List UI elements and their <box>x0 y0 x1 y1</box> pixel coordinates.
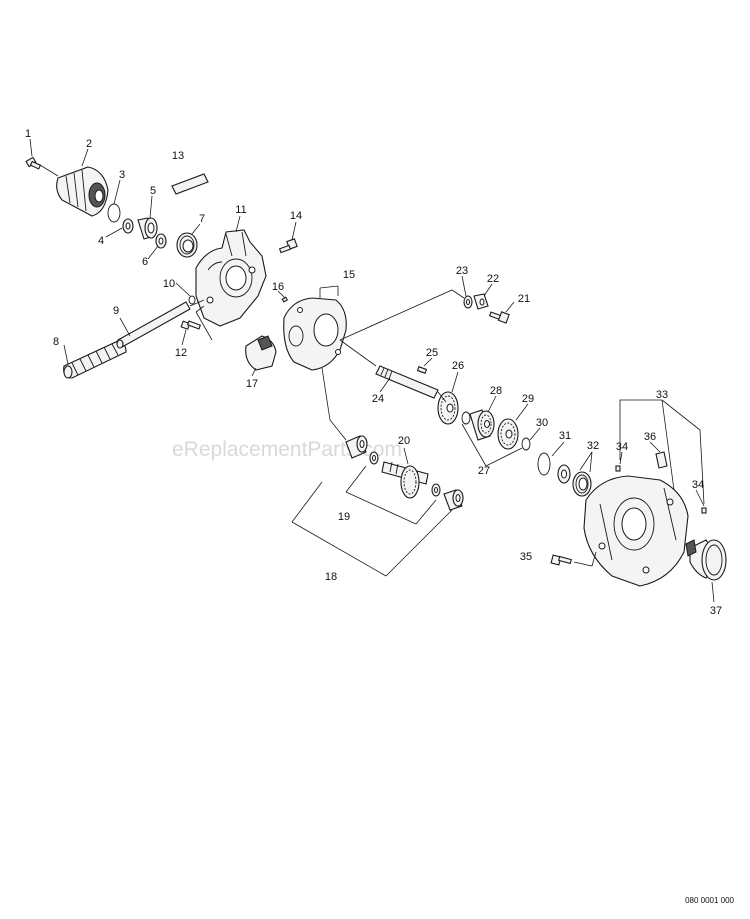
part-4-washer[interactable] <box>122 218 134 234</box>
callout-14[interactable]: 14 <box>290 210 302 222</box>
callout-28[interactable]: 28 <box>490 385 502 397</box>
part-36-label[interactable] <box>655 451 668 469</box>
watermark-text: eReplacementParts.com <box>172 438 402 461</box>
part-27-washer[interactable] <box>461 411 471 425</box>
part-32-bearing[interactable] <box>557 464 592 497</box>
part-21-screw[interactable] <box>488 311 510 324</box>
part-1-screw[interactable] <box>25 156 42 170</box>
part-18-bushing-left[interactable] <box>345 435 368 459</box>
callout-26[interactable]: 26 <box>452 360 464 372</box>
assembly-line-housing-down <box>321 367 347 441</box>
part-6-washer[interactable] <box>155 233 167 249</box>
callout-3[interactable]: 3 <box>119 169 125 181</box>
part-34-pin-right[interactable] <box>701 507 707 514</box>
callout-31[interactable]: 31 <box>559 430 571 442</box>
assembly-line-10-11 <box>195 305 213 341</box>
part-9-rod[interactable] <box>116 301 191 349</box>
callout-34-right[interactable]: 34 <box>692 479 704 491</box>
part-23-washer[interactable] <box>463 295 473 309</box>
callout-leaders <box>29 138 715 603</box>
part-24-shaft[interactable] <box>375 365 439 399</box>
part-30-washer[interactable] <box>521 437 531 451</box>
part-10-ring[interactable] <box>188 295 196 305</box>
callout-7[interactable]: 7 <box>199 213 205 225</box>
callout-22[interactable]: 22 <box>487 273 499 285</box>
part-18-bushing-right[interactable] <box>443 489 464 511</box>
callout-34-left[interactable]: 34 <box>616 441 628 453</box>
callout-27[interactable]: 27 <box>478 465 490 477</box>
part-2-chuck[interactable] <box>56 166 109 217</box>
callout-11[interactable]: 11 <box>235 204 246 216</box>
callout-1[interactable]: 1 <box>25 128 31 140</box>
part-34-pin-left[interactable] <box>615 465 621 472</box>
part-25-key[interactable] <box>416 366 428 374</box>
callout-32[interactable]: 32 <box>587 440 599 452</box>
part-20-shaft-gear[interactable] <box>381 461 429 499</box>
callout-19[interactable]: 19 <box>338 511 350 523</box>
assembly-line-chuck <box>39 164 59 177</box>
callout-23[interactable]: 23 <box>456 265 468 277</box>
callout-20[interactable]: 20 <box>398 435 410 447</box>
part-22-nut[interactable] <box>473 293 489 310</box>
assembly-line-rod-case <box>189 299 205 307</box>
assembly-line-housing-shaft <box>339 339 377 367</box>
callout-36[interactable]: 36 <box>644 431 656 443</box>
assembly-line-35-housing <box>573 551 597 567</box>
part-35-screw[interactable] <box>550 554 572 566</box>
part-19-washer-left[interactable] <box>369 451 379 465</box>
part-12-screw[interactable] <box>180 320 202 330</box>
callout-37[interactable]: 37 <box>710 605 722 617</box>
callout-18[interactable]: 18 <box>325 571 337 583</box>
part-16-pin[interactable] <box>281 296 288 303</box>
part-31-retaining-ring[interactable] <box>537 452 551 476</box>
part-26-gear[interactable] <box>437 391 459 425</box>
part-15-housing[interactable] <box>283 297 347 371</box>
assembly-line-shaft-gear <box>437 391 447 403</box>
callout-numbers: 1 2 3 4 5 6 7 8 9 10 11 12 13 14 15 16 1… <box>25 128 722 617</box>
part-37-cap[interactable] <box>685 539 727 581</box>
callout-4[interactable]: 4 <box>98 235 104 247</box>
drawing-code: 080 0001 000 <box>685 896 734 905</box>
part-7-bearing[interactable] <box>176 232 198 258</box>
part-13-label[interactable] <box>171 173 209 195</box>
callout-10[interactable]: 10 <box>163 278 175 290</box>
callout-6[interactable]: 6 <box>142 256 148 268</box>
callout-12[interactable]: 12 <box>175 347 187 359</box>
callout-5[interactable]: 5 <box>150 185 156 197</box>
part-14-screw[interactable] <box>278 238 298 254</box>
part-33-gear-housing[interactable] <box>583 475 689 587</box>
callout-17[interactable]: 17 <box>246 378 258 390</box>
part-17-switch[interactable] <box>245 335 277 371</box>
callout-15[interactable]: 15 <box>343 269 355 281</box>
callout-13[interactable]: 13 <box>172 150 184 162</box>
callout-29[interactable]: 29 <box>522 393 534 405</box>
callout-9[interactable]: 9 <box>113 305 119 317</box>
callout-8[interactable]: 8 <box>53 336 59 348</box>
callout-24[interactable]: 24 <box>372 393 384 405</box>
part-11-gear-case[interactable] <box>195 229 267 327</box>
assembly-line-housing-21 <box>339 289 465 341</box>
callout-21[interactable]: 21 <box>518 293 530 305</box>
part-19-washer-right[interactable] <box>431 483 441 497</box>
callout-16[interactable]: 16 <box>272 281 284 293</box>
callout-33[interactable]: 33 <box>656 389 668 401</box>
part-8-grip[interactable] <box>63 340 127 379</box>
callout-25[interactable]: 25 <box>426 347 438 359</box>
callout-30[interactable]: 30 <box>536 417 548 429</box>
callout-2[interactable]: 2 <box>86 138 92 150</box>
part-28-gear[interactable] <box>469 409 495 441</box>
part-29-gear[interactable] <box>497 418 519 450</box>
part-3-retaining-ring[interactable] <box>107 203 121 223</box>
callout-35[interactable]: 35 <box>520 551 532 563</box>
part-5-bearing[interactable] <box>137 217 158 240</box>
